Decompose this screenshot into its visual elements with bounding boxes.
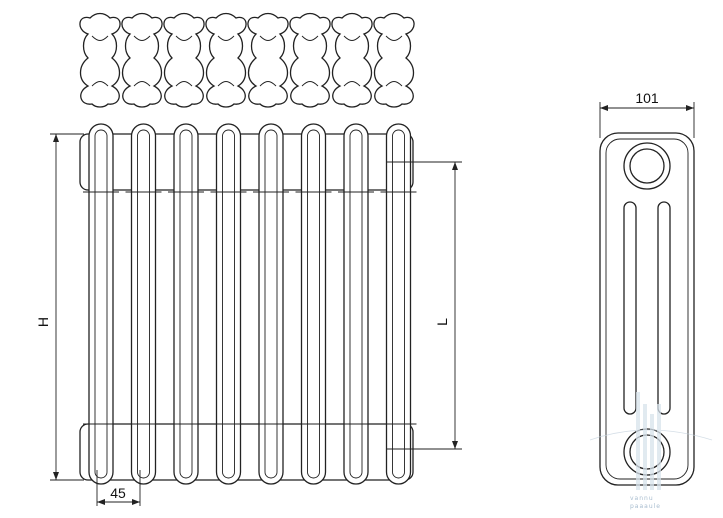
front-column-2 [130, 123, 157, 485]
top-section-4-joint-lower [217, 81, 235, 87]
top-section-6-joint-upper [301, 35, 319, 41]
top-section-1 [79, 12, 121, 108]
front-column-1 [88, 123, 114, 485]
watermark-logo: vannu paaaule [589, 392, 713, 510]
top-section-2-joint-upper [133, 35, 151, 41]
top-section-6 [289, 12, 331, 108]
front-column-5-inner [264, 129, 278, 479]
section-pitch-label: 45 [110, 485, 126, 501]
side-column-slot-left [623, 201, 637, 415]
section-pitch-dimension: 45 [96, 470, 141, 506]
top-section-6-joint-lower [301, 81, 319, 87]
front-column-3 [173, 123, 199, 485]
front-column-6 [300, 123, 327, 485]
top-section-4 [205, 12, 247, 108]
top-section-5 [247, 12, 289, 108]
top-section-3 [163, 12, 205, 108]
front-view [79, 123, 417, 485]
front-column-7-inner [349, 129, 363, 479]
depth-arrow-left [600, 105, 608, 111]
height-arrow-bottom [53, 472, 59, 480]
top-section-8-joint-upper [385, 35, 403, 41]
top-section-2 [121, 12, 163, 108]
depth-label: 101 [635, 90, 659, 106]
depth-arrow-right [686, 105, 694, 111]
front-column-7 [343, 123, 369, 485]
connection-distance-label: L [434, 318, 450, 326]
depth-dimension: 101 [599, 90, 695, 138]
top-section-1-joint-lower [91, 81, 109, 87]
top-section-8 [373, 12, 415, 108]
front-column-3-inner [179, 129, 193, 479]
top-section-4-joint-upper [217, 35, 235, 41]
watermark-bar-4 [657, 404, 661, 490]
front-column-8-inner [392, 129, 405, 479]
front-column-1-inner [94, 129, 108, 479]
watermark-bar-1 [636, 392, 640, 490]
l-arrow-bottom [452, 441, 458, 449]
top-section-2-joint-lower [133, 81, 151, 87]
watermark-line-1: vannu [630, 495, 654, 502]
top-section-5-joint-lower [259, 81, 277, 87]
watermark-line-2: paaaule [630, 503, 661, 510]
side-column-slot-right [657, 201, 671, 415]
top-section-3-joint-lower [175, 81, 193, 87]
pitch-arrow-left [97, 499, 105, 505]
top-section-7 [331, 12, 373, 108]
connection-distance-dimension: L [386, 161, 462, 450]
watermark-bar-2 [643, 404, 647, 490]
watermark-bar-3 [650, 414, 654, 490]
watermark-swoosh [589, 429, 713, 441]
top-section-7-joint-upper [343, 35, 361, 41]
top-section-7-joint-lower [343, 81, 361, 87]
front-column-4-inner [222, 129, 235, 479]
height-label: H [35, 317, 51, 327]
top-section-3-joint-upper [175, 35, 193, 41]
front-column-4 [215, 123, 242, 485]
height-arrow-top [53, 134, 59, 142]
top-section-8-joint-lower [385, 81, 403, 87]
top-view [79, 12, 415, 108]
top-section-5-joint-upper [259, 35, 277, 41]
front-column-6-inner [307, 129, 320, 479]
height-dimension: H [35, 133, 84, 481]
top-connection-port [629, 148, 665, 184]
front-column-2-inner [137, 129, 150, 479]
pitch-arrow-right [132, 499, 140, 505]
front-columns [83, 123, 417, 485]
front-column-8 [385, 123, 412, 485]
front-column-5 [258, 123, 284, 485]
top-section-1-joint-upper [91, 35, 109, 41]
l-arrow-top [452, 162, 458, 170]
